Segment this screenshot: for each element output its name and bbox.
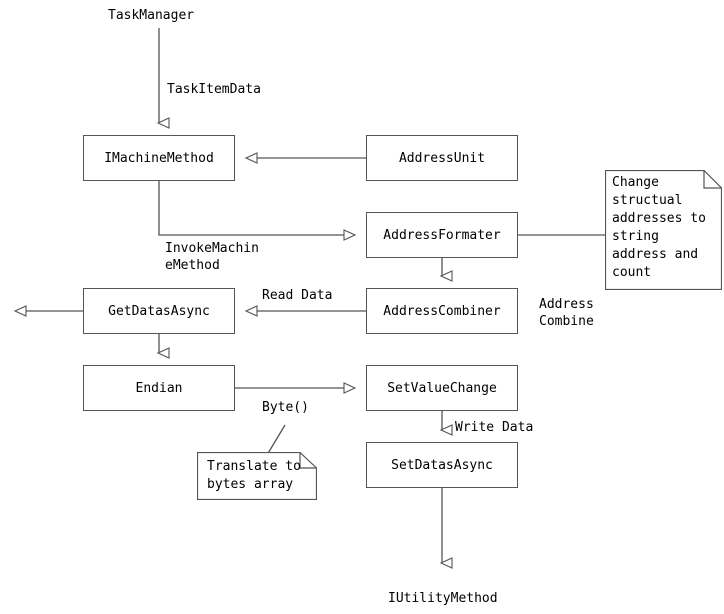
label-address-combine: Address Combine (539, 297, 594, 329)
node-label: AddressFormater (383, 227, 501, 243)
node-getdatasasync[interactable]: GetDatasAsync (83, 288, 235, 334)
node-setdatasasync[interactable]: SetDatasAsync (366, 442, 518, 488)
node-label: IMachineMethod (104, 150, 214, 166)
node-label: AddressCombiner (383, 303, 501, 319)
note-shape (197, 452, 317, 500)
note-translate-bytes[interactable]: Translate to bytes array (197, 452, 317, 500)
node-label: Endian (135, 380, 183, 396)
edge-byte-to-translate-note (266, 424, 286, 456)
note-text: Translate to bytes array (207, 459, 301, 492)
node-addressformater[interactable]: AddressFormater (366, 212, 518, 258)
label-write-data: Write Data (455, 420, 534, 435)
note-shape (605, 170, 722, 290)
note-text: Change structual addresses to string add… (612, 175, 706, 280)
label-byte: Byte() (262, 400, 309, 415)
node-label: SetValueChange (387, 380, 497, 396)
label-taskmanager: TaskManager (108, 8, 195, 23)
node-imachinemethod[interactable]: IMachineMethod (83, 135, 235, 181)
node-addresscombiner[interactable]: AddressCombiner (366, 288, 518, 334)
label-iutilitymethod: IUtilityMethod (388, 591, 498, 606)
node-label: AddressUnit (398, 150, 486, 166)
label-invokemachinemethod: InvokeMachin eMethod (165, 241, 259, 273)
node-label: SetDatasAsync (391, 457, 493, 473)
label-taskitemdata: TaskItemData (167, 82, 261, 97)
node-label: GetDatasAsync (108, 303, 210, 319)
node-setvaluechange[interactable]: SetValueChange (366, 365, 518, 411)
note-address-transform[interactable]: Change structual addresses to string add… (605, 170, 722, 290)
label-read-data: Read Data (262, 288, 333, 303)
node-endian[interactable]: Endian (83, 365, 235, 411)
edge-imachinemethod-to-addressformater (158, 181, 357, 241)
node-addressunit[interactable]: AddressUnit (366, 135, 518, 181)
